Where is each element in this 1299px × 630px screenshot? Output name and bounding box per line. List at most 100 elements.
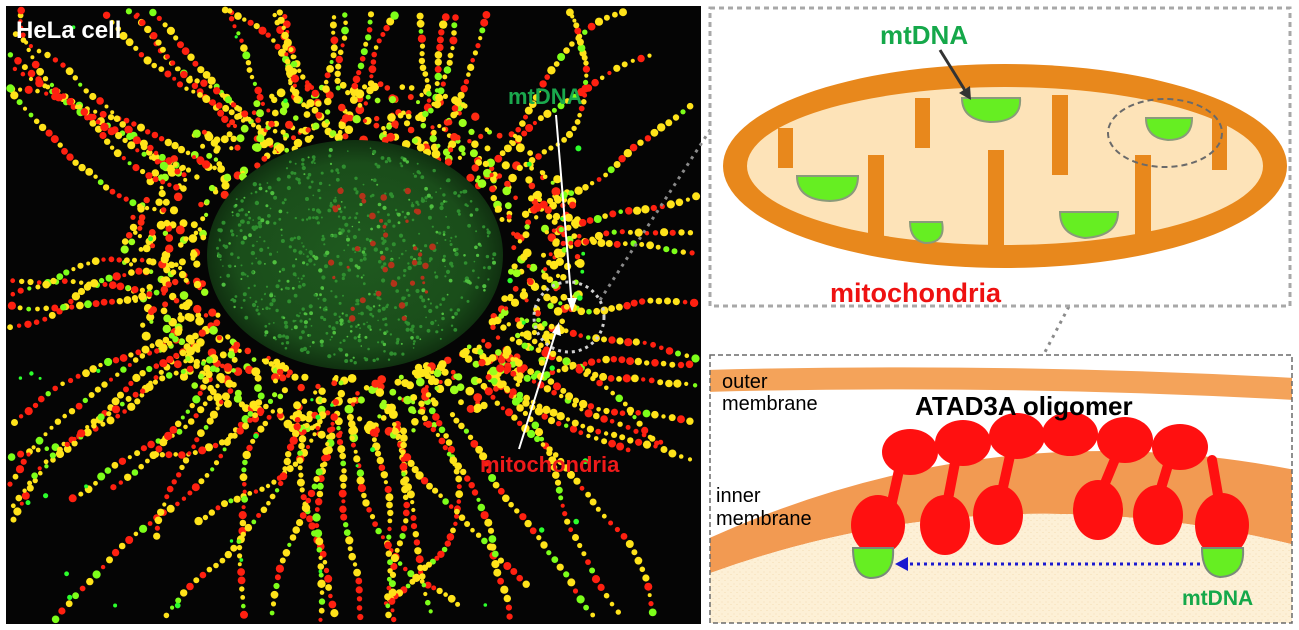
mitochondrion-dot [15,494,23,502]
mitochondrion-dot [431,129,437,136]
nucleus-speck [360,276,363,279]
mitochondrion-dot [318,572,324,578]
mitochondrion-dot [542,174,548,180]
nucleus-speck [333,353,336,356]
mitochondrion-dot [62,413,67,419]
nucleus-speck [402,238,406,243]
nucleus-speck [257,216,262,220]
nucleus-speck [410,203,415,208]
mitochondrion-dot [21,64,28,71]
mitochondrion-dot [370,59,377,65]
mitochondrion-dot [281,387,288,394]
mitochondrion-dot [145,382,154,392]
mitochondrion-dot [335,55,343,64]
mitochondrion-dot [355,89,365,99]
nucleus-speck [358,333,361,336]
nucleus-speck [445,215,447,218]
mitochondrion-dot [210,139,219,147]
nucleus-speck [380,340,384,344]
mitochondrion-dot [177,145,186,154]
mitochondrion-dot [657,123,666,132]
mitochondrion-dot [497,487,505,495]
mitochondrion-dot [587,403,595,410]
nucleus-speck [314,255,319,261]
mitochondrion-dot [438,380,443,384]
mitochondrion-dot [532,94,540,101]
mitochondrion-dot [531,421,540,430]
mitochondrion-dot [495,349,502,356]
mitochondrion-dot [112,272,121,281]
mitochondrion-dot [78,163,86,172]
nucleus-speck [405,219,409,223]
mitochondrion-dot [178,265,183,271]
nucleus-speck [230,299,233,302]
mitochondrion-dot [315,498,323,506]
mitochondrion-dot [357,62,365,70]
mitochondrion-dot [240,531,246,537]
nucleus-speck [357,335,361,339]
mitochondrion-dot [484,145,491,152]
mitochondrion-dot [38,123,47,132]
mitochondrion-dot [466,404,475,413]
mitochondrion-dot [116,193,122,199]
isolated-nucleoid [29,371,34,376]
mitochondrion-dot [269,610,275,616]
mitochondrion-dot [272,12,277,18]
mitochondrion-dot [147,521,153,526]
mitochondrion-dot [256,93,264,101]
atad3a-oligomer [851,412,1249,557]
mitochondrion-dot [315,426,320,431]
mitochondrion-dot [460,468,467,476]
mitochondrion-dot [128,238,136,246]
nucleus-speck [265,306,269,310]
mitochondrion-dot [154,525,160,531]
mitochondrion-dot [411,137,418,144]
mitochondrion-dot [329,130,337,137]
nucleus-speck [440,328,444,332]
mitochondrion-dot [285,120,294,129]
mitochondrion-dot [419,92,424,98]
mitochondrion-dot [505,604,512,611]
mitochondrion-dot [314,507,320,512]
mitochondrion-dot [455,475,463,483]
mitochondrion-dot [337,49,344,56]
mitochondrion-dot [417,34,426,43]
nucleus-speck [347,268,352,272]
nucleus-speck [399,162,402,165]
nucleus-speck [373,178,377,182]
nucleus-speck [412,173,415,175]
mitochondrion-dot [174,262,179,268]
mitochondrion-dot [150,243,156,249]
nucleus-speck [247,210,250,214]
nucleus-speck [262,308,264,310]
mitochondrion-dot [173,162,178,167]
mitochondrion-dot [380,535,385,540]
mitochondrion-dot [158,369,164,375]
translocation-arrowhead [895,557,908,571]
mitochondrion-dot [639,566,646,573]
mitochondrion-dot [453,521,458,526]
mitochondrion-dot [403,501,411,509]
nucleus-speck [308,250,313,255]
nucleus-speck [487,265,492,270]
mitochondrion-dot [630,299,638,307]
mitochondrion-dot [328,593,333,599]
nucleus-speck [369,147,372,149]
mitochondrion-dot [52,385,58,392]
mitochondrion-dot [7,52,14,58]
nucleus-speck [413,246,418,251]
mitochondrion-dot [162,502,167,507]
mitochondrion-dot [353,568,361,577]
nucleus-speck [337,171,340,175]
nucleus-speck [301,330,305,334]
mitochondrion-dot [170,60,176,66]
nucleus-speck [384,323,388,327]
nucleus-speck [408,198,411,201]
mitochondrion-dot [152,379,158,385]
nucleus-speck [293,293,298,298]
mtdna-pointer-arrow [555,114,573,308]
mitochondrion-dot [487,527,495,534]
mitochondrion-dot [510,568,518,575]
nucleus-speck [320,315,324,320]
nucleus-speck [242,235,248,240]
